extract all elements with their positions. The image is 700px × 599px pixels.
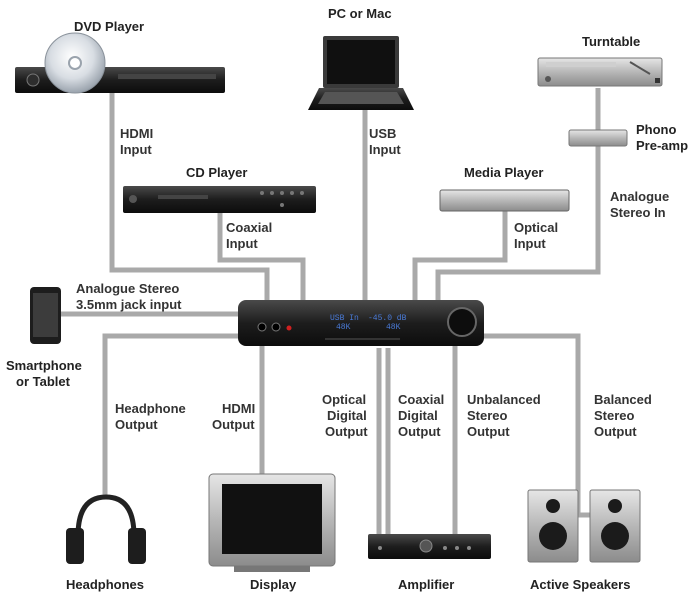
- coaxial-digital-output-label-2: Digital: [398, 408, 438, 423]
- active-speakers-title: Active Speakers: [530, 577, 631, 592]
- coaxial-input-cable: [217, 212, 306, 302]
- dvd-player-title: DVD Player: [74, 19, 145, 34]
- dvd-player-icon: [15, 32, 225, 94]
- hdmi-input-label-2: Input: [120, 142, 152, 157]
- headphone-output-label-1: Headphone: [115, 401, 186, 416]
- unbalanced-output-label-3: Output: [467, 424, 510, 439]
- turntable-title: Turntable: [582, 34, 641, 49]
- media-player-title: Media Player: [464, 165, 544, 180]
- phono-title-line2: Pre-amp: [636, 138, 689, 153]
- balanced-output-label-3: Output: [594, 424, 637, 439]
- turntable-icon: [537, 57, 663, 87]
- smartphone-title-line1: Smartphone: [6, 358, 82, 373]
- unbalanced-output-label-1: Unbalanced: [467, 392, 541, 407]
- balanced-output-label-2: Stereo: [594, 408, 635, 423]
- usb-input-label-1: USB: [369, 126, 397, 141]
- usb-input-label-2: Input: [369, 142, 401, 157]
- amplifier-title: Amplifier: [398, 577, 455, 592]
- analogue-stereo-in-label-1: Analogue: [610, 189, 670, 204]
- hub-display-rate-out: 48K: [386, 323, 401, 332]
- hdmi-output-label-1: HDMI: [222, 401, 256, 416]
- hub-display-volume: -45.0 dB: [368, 314, 407, 323]
- hdmi-input-label-1: HDMI: [120, 126, 154, 141]
- display-title: Display: [250, 577, 297, 592]
- amplifier-icon: [368, 534, 491, 559]
- active-speakers-icon: [527, 489, 641, 563]
- optical-input-cable: [412, 210, 508, 302]
- smartphone-icon: [30, 287, 61, 344]
- headphone-output-cable: [102, 333, 244, 495]
- media-player-icon: [439, 189, 570, 212]
- pc-title: PC or Mac: [328, 6, 392, 21]
- cd-player-title: CD Player: [186, 165, 248, 180]
- optical-digital-output-label-2: Digital: [327, 408, 367, 423]
- phono-preamp-icon: [568, 129, 628, 147]
- jack-input-label-2: 3.5mm jack input: [76, 297, 182, 312]
- phono-to-hub-cable: [435, 146, 601, 302]
- jack-input-label-1: Analogue Stereo: [76, 281, 180, 296]
- optical-digital-output-label-1: Optical: [322, 392, 367, 407]
- phono-title-line1: Phono: [636, 122, 677, 137]
- coaxial-digital-output-label-3: Output: [398, 424, 441, 439]
- balanced-output-label-1: Balanced: [594, 392, 652, 407]
- hdmi-output-label-2: Output: [212, 417, 255, 432]
- balanced-output-cable: [478, 333, 590, 518]
- headphones-title: Headphones: [66, 577, 145, 592]
- laptop-icon: [308, 36, 414, 110]
- unbalanced-output-label-2: Stereo: [467, 408, 508, 423]
- coaxial-digital-output-label-1: Coaxial: [398, 392, 445, 407]
- display-monitor-icon: [208, 473, 336, 572]
- hub-display-source: USB In: [330, 314, 359, 323]
- hub-display-rate-in: 48K: [336, 323, 351, 332]
- optical-input-label-1: Optical: [514, 220, 559, 235]
- coaxial-input-label-2: Input: [226, 236, 258, 251]
- headphones-icon: [66, 494, 146, 564]
- hdmi-input-cable: [109, 90, 270, 302]
- dac-hub-icon: [238, 300, 484, 346]
- smartphone-title-line2: or Tablet: [16, 374, 70, 389]
- optical-digital-output-label-3: Output: [325, 424, 368, 439]
- analogue-stereo-in-label-2: Stereo In: [610, 205, 666, 220]
- optical-input-label-2: Input: [514, 236, 546, 251]
- headphone-output-label-2: Output: [115, 417, 158, 432]
- coaxial-input-label-1: Coaxial: [226, 220, 273, 235]
- cd-player-icon: [123, 186, 316, 213]
